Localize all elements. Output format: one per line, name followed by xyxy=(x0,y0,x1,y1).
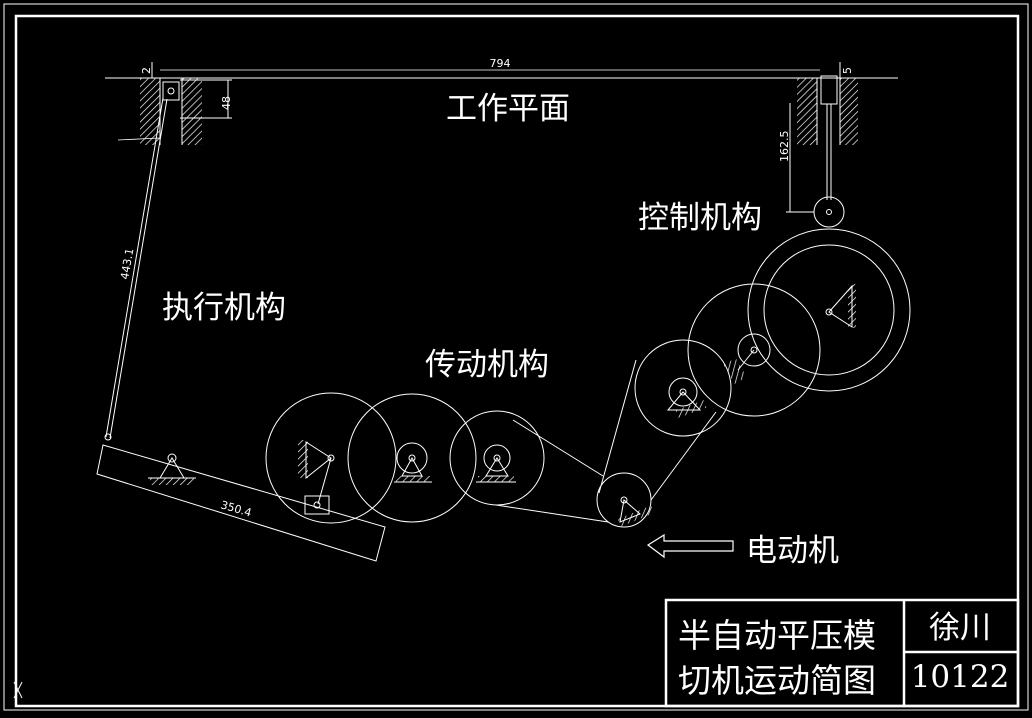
transmission-gears-left xyxy=(265,392,545,524)
work-plane-structure xyxy=(105,62,898,213)
execution-mechanism xyxy=(96,97,386,562)
drawing-frame xyxy=(3,3,1029,711)
drawing-number: 10122 xyxy=(911,659,1010,695)
title-block xyxy=(664,598,1020,708)
label-motor: 电动机 xyxy=(746,533,839,569)
label-execution-mechanism: 执行机构 xyxy=(162,290,286,326)
dim-lever-length: 350.4 xyxy=(219,498,253,519)
dim-link-length: 443.1 xyxy=(118,247,136,280)
ucs-icon xyxy=(13,681,23,699)
label-work-plane: 工作平面 xyxy=(446,91,570,127)
dim-left-gap: 2 xyxy=(140,67,153,74)
belt-drive xyxy=(495,419,609,523)
title-line-2: 切机运动简图 xyxy=(678,661,876,700)
dimension-lines xyxy=(117,69,820,141)
label-control-mechanism: 控制机构 xyxy=(638,200,762,236)
motor xyxy=(596,359,734,559)
author-name: 徐川 xyxy=(929,610,991,646)
dim-right-gap: 5 xyxy=(841,67,854,74)
transmission-gears-right xyxy=(634,283,821,437)
dim-guide-depth: 48 xyxy=(220,96,233,110)
label-transmission-mechanism: 传动机构 xyxy=(425,347,549,383)
title-line-1: 半自动平压模 xyxy=(678,616,876,655)
dim-top-width: 794 xyxy=(490,57,511,70)
dim-rod-length: 162.5 xyxy=(778,131,791,163)
control-mechanism xyxy=(747,196,911,392)
